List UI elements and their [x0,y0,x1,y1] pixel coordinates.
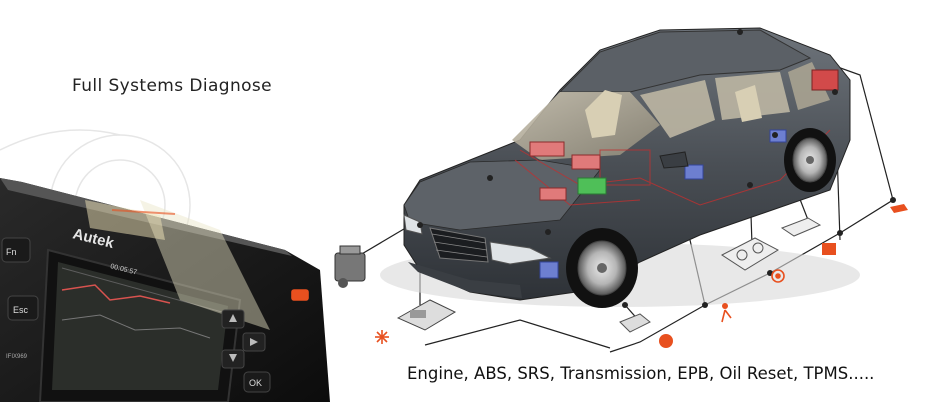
door-icon [822,243,836,255]
sensor-icon [619,217,822,333]
device-model: IFIX969 [6,354,28,360]
abs-icon [396,299,457,331]
fn-key[interactable] [1,237,31,263]
down-arrow-icon [229,354,237,362]
snowflake-icon [375,330,389,344]
airbag-icon [721,303,732,323]
ecu-module-icon [571,154,601,170]
front-wheel [566,228,638,308]
sensor-icon [684,164,704,180]
engine-icon [334,245,366,288]
up-arrow-icon [229,314,237,322]
cluster-icon [721,237,780,271]
oil-icon [890,204,908,213]
engine-warning-icon [291,289,309,301]
tpms-icon [771,269,785,283]
ecu-module-icon [577,177,607,195]
ecu-module-icon [539,187,567,201]
abs-warning-icon [659,334,673,348]
ok-key-label: OK [249,378,262,388]
connector-nodes [417,29,896,308]
scan-tool-device [0,178,330,402]
esc-key-label: Esc [13,305,29,315]
systems-caption: Engine, ABS, SRS, Transmission, EPB, Oil… [407,364,875,383]
page-title: Full Systems Diagnose [72,76,273,96]
ecu-module-icon [811,69,839,91]
car-illustration [380,27,860,308]
esc-key[interactable] [7,295,39,321]
right-arrow-icon [250,338,258,346]
ecu-module-icon [529,141,565,157]
fn-key-label: Fn [6,247,17,257]
ok-key[interactable] [243,371,271,393]
sensor-icon [539,261,559,279]
rear-wheel [784,128,836,192]
